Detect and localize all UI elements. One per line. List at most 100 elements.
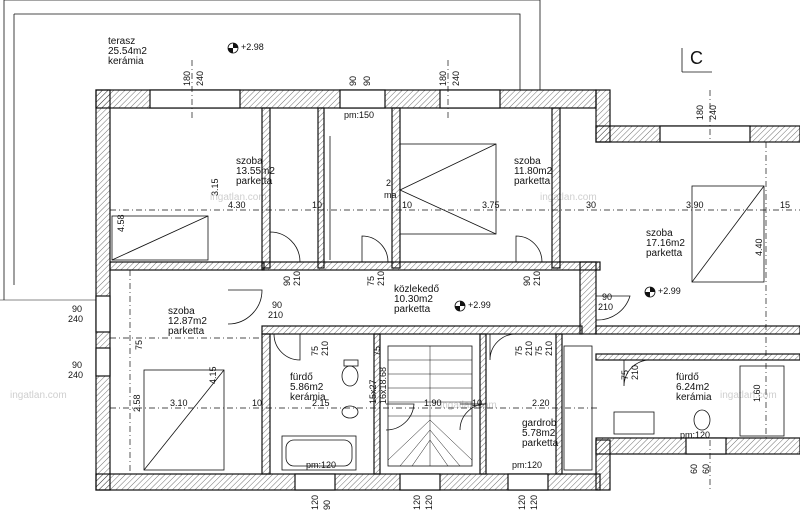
dim-text: 10	[402, 200, 412, 210]
dim-text: 240	[68, 314, 83, 324]
section-mark-label: C	[690, 48, 703, 68]
dim-text: 75	[310, 346, 320, 356]
room-label-room1: szoba 13.55m2 parketta	[236, 156, 275, 187]
dim-text: 10	[252, 398, 262, 408]
section-mark: C	[681, 48, 712, 73]
level-hall: +2.99	[468, 300, 491, 310]
dim-text: 210	[376, 271, 386, 286]
dim-text: 240	[708, 105, 718, 120]
room-label-room3: szoba 17.16m2 parketta	[646, 228, 685, 259]
level-marker-hall: +2.99	[454, 300, 491, 312]
dim-text: pm:120	[306, 460, 336, 470]
dimensions: 180 240 90 90 180 240 180 240 90 240 90 …	[68, 71, 790, 510]
dim-text: 120	[310, 495, 320, 510]
dim-text: 2.20	[532, 398, 550, 408]
inner-walls	[109, 107, 800, 475]
room-floor: parketta	[236, 176, 273, 187]
room-area: 17.16m2	[646, 238, 685, 249]
terrace-outline	[0, 0, 541, 301]
room-area: 12.87m2	[168, 316, 207, 327]
dim-text: 75	[372, 346, 382, 356]
stair-text: 16x18.68	[378, 367, 388, 404]
room-floor: kerámia	[290, 392, 326, 403]
dim-text: 90	[282, 276, 292, 286]
level-room3: +2.99	[658, 286, 681, 296]
room-floor: parketta	[522, 438, 559, 449]
room-label-hall: közlekedő 10.30m2 parketta	[394, 284, 439, 315]
watermark: ingatlan.com	[210, 192, 267, 203]
dim-text: 75	[366, 276, 376, 286]
room-name: szoba	[646, 228, 673, 239]
room-label-bath1: fürdő 5.86m2 kerámia	[290, 372, 326, 403]
watermark: ingatlan.com	[720, 390, 777, 401]
room-area: 5.86m2	[290, 382, 324, 393]
dim-text: 75	[134, 340, 144, 350]
dim-text: pm:120	[512, 460, 542, 470]
dim-text: 180	[438, 71, 448, 86]
room-floor: parketta	[646, 248, 683, 259]
dim-text: 90	[322, 500, 332, 510]
dim-text: 75	[620, 370, 630, 380]
room-name: közlekedő	[394, 284, 439, 295]
dim-text: 210	[598, 302, 613, 312]
dim-text: 10	[472, 398, 482, 408]
stair-text: 15x27	[368, 379, 378, 404]
dim-text: 120	[529, 495, 539, 510]
room-name: szoba	[168, 306, 195, 317]
level-marker-terrace: +2.98	[227, 42, 264, 54]
dim-text: 15	[780, 200, 790, 210]
dim-text: pm:150	[344, 110, 374, 120]
room-label-bath2: fürdő 6.24m2 kerámia	[676, 372, 712, 403]
room-floor: parketta	[514, 176, 551, 187]
dim-text: 210	[320, 341, 330, 356]
room-floor: parketta	[168, 326, 205, 337]
dim-text: 90	[348, 76, 358, 86]
dim-text: ma	[384, 190, 397, 200]
dim-text: 2.58	[132, 394, 142, 412]
dim-text: 30	[586, 200, 596, 210]
room-area: 6.24m2	[676, 382, 710, 393]
dim-text: 240	[195, 71, 205, 86]
room-area: 13.55m2	[236, 166, 275, 177]
dim-text: 60	[689, 464, 699, 474]
dim-text: 75	[514, 346, 524, 356]
dim-text: 210	[524, 341, 534, 356]
dim-text: 10	[312, 200, 322, 210]
room-name: gardrob	[522, 418, 557, 429]
dim-text: 210	[292, 271, 302, 286]
dim-text: 120	[517, 495, 527, 510]
dim-text: 75	[534, 346, 544, 356]
dim-text: 90	[522, 276, 532, 286]
dim-text: 210	[268, 310, 283, 320]
room-name: fürdő	[676, 372, 699, 383]
dim-text: 1.90	[424, 398, 442, 408]
room-floor: kerámia	[108, 56, 144, 67]
dim-text: 4.40	[754, 238, 764, 256]
dim-text: 90	[72, 360, 82, 370]
furniture	[111, 136, 785, 471]
dim-text: 180	[695, 105, 705, 120]
dim-text: 3.10	[170, 398, 188, 408]
dim-text: 120	[412, 495, 422, 510]
room-label-room4: szoba 12.87m2 parketta	[168, 306, 207, 337]
dim-text: 2	[386, 178, 391, 188]
dim-text: 210	[630, 365, 640, 380]
doors	[227, 231, 651, 431]
level-marker-room3: +2.99	[644, 286, 681, 298]
room-area: 11.80m2	[514, 166, 553, 177]
dim-text: 1.60	[752, 384, 762, 402]
room-label-wardrobe: gardrob 5.78m2 parketta	[522, 418, 559, 449]
dim-text: 4.15	[208, 366, 218, 384]
room-floor: kerámia	[676, 392, 712, 403]
watermark: ingatlan.com	[440, 400, 497, 411]
dim-text: 90	[272, 300, 282, 310]
staircase	[387, 345, 473, 467]
dim-text: 240	[451, 71, 461, 86]
dim-text: 2.15	[312, 398, 330, 408]
dim-text: 3.90	[686, 200, 704, 210]
room-label-terrace: terasz 25.54m2 kerámia	[108, 36, 147, 67]
room-name: szoba	[236, 156, 263, 167]
room-name: szoba	[514, 156, 541, 167]
dim-text: 3.15	[210, 178, 220, 196]
